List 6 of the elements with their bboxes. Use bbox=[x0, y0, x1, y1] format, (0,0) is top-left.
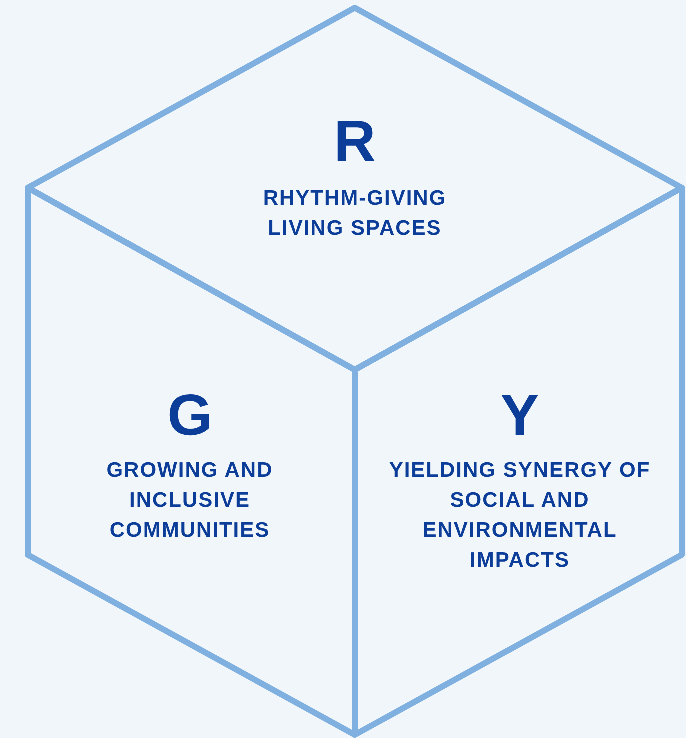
face-label: GROWING AND INCLUSIVE COMMUNITIES bbox=[106, 458, 274, 544]
face-letter: G bbox=[166, 386, 214, 446]
face-letter: Y bbox=[500, 386, 540, 446]
face-letter: R bbox=[333, 112, 377, 172]
face-label: YIELDING SYNERGY OF SOCIAL AND ENVIRONMENTAL IMPACTS bbox=[388, 458, 652, 574]
face-label: RHYTHM-GIVING LIVING SPACES bbox=[262, 186, 448, 242]
